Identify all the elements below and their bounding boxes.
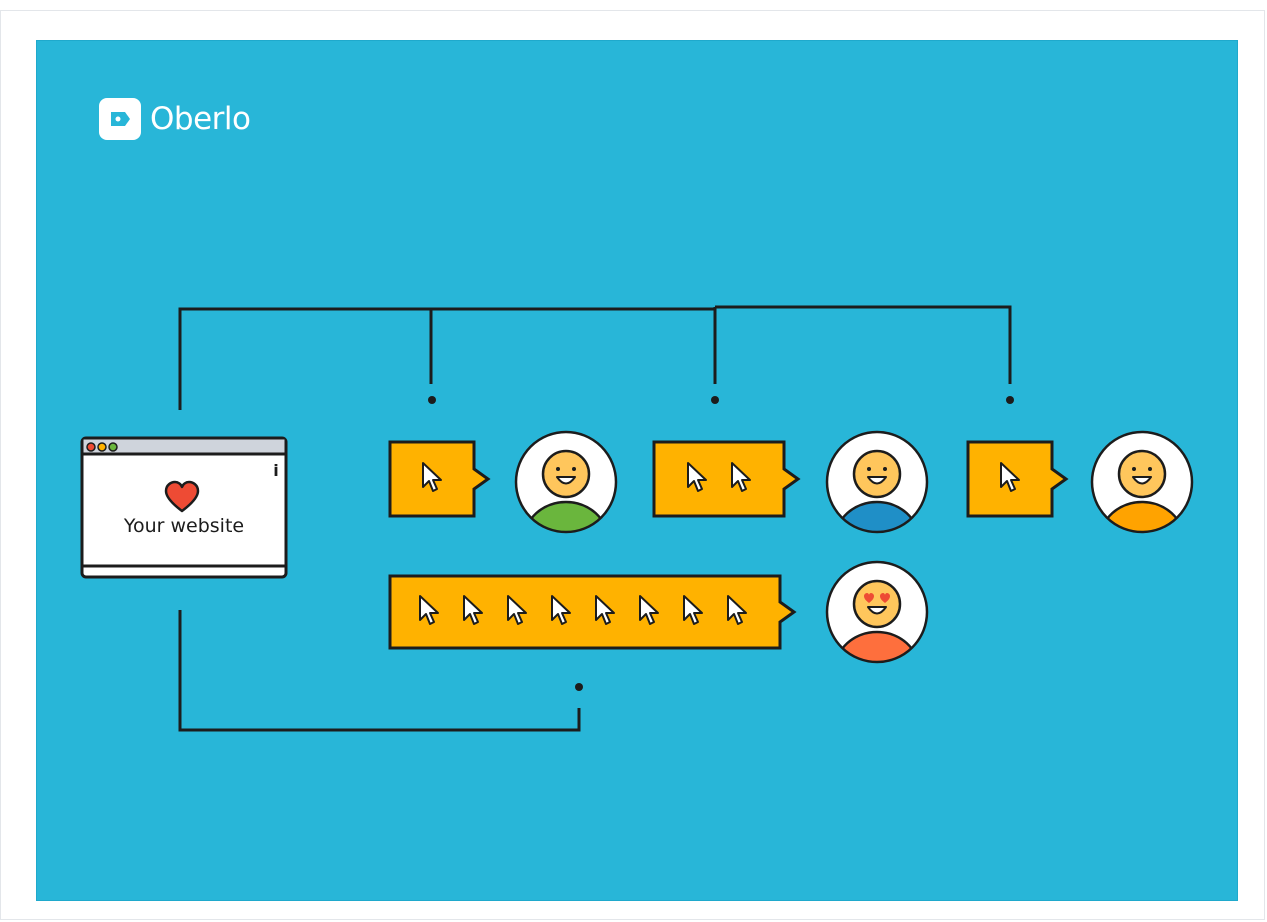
brand-name: Oberlo xyxy=(150,101,251,137)
cursor-icon xyxy=(595,595,615,625)
visitor-avatar-3 xyxy=(1090,430,1194,534)
heart-eye-icon xyxy=(864,593,874,603)
cursor-icon xyxy=(419,595,439,625)
cursor-icon xyxy=(683,595,703,625)
connector-dots xyxy=(428,396,1014,691)
dot-4 xyxy=(575,683,583,691)
cursor-icon xyxy=(551,595,571,625)
window-maximize-dot xyxy=(108,442,118,452)
connector-top-right xyxy=(715,305,1012,384)
visitor-avatar-4 xyxy=(825,560,929,664)
click-bubble-2 xyxy=(652,440,801,518)
visitor-avatar-2 xyxy=(825,430,929,534)
cursor-icon xyxy=(463,595,483,625)
click-bubble-4 xyxy=(388,574,797,650)
click-bubble-3 xyxy=(966,440,1069,518)
visitor-avatars xyxy=(514,430,1194,664)
illustration-panel xyxy=(36,40,1238,901)
website-label: Your website xyxy=(123,515,245,537)
cursor-icon xyxy=(1000,462,1020,492)
visitor-avatar-1 xyxy=(514,430,618,534)
click-bubbles xyxy=(388,440,1069,650)
brand-logo: Oberlo xyxy=(99,98,251,140)
dot-3 xyxy=(1006,396,1014,404)
window-close-dot xyxy=(86,442,96,452)
connector-bottom xyxy=(178,610,581,732)
connector-lines xyxy=(178,305,1012,732)
connector-top-left xyxy=(178,307,715,410)
info-glyph: i xyxy=(273,461,279,480)
cursor-icon xyxy=(731,462,751,492)
dot-1 xyxy=(428,396,436,404)
dot-2 xyxy=(711,396,719,404)
tag-icon xyxy=(99,98,141,140)
heart-eye-icon xyxy=(880,593,890,603)
click-bubble-1 xyxy=(388,440,491,518)
heart-icon xyxy=(164,480,200,513)
cursor-icon xyxy=(639,595,659,625)
cursor-icon xyxy=(422,462,442,492)
window-minimize-dot xyxy=(97,442,107,452)
browser-window-icon xyxy=(80,436,288,579)
cursor-icon xyxy=(507,595,527,625)
cursor-icon xyxy=(727,595,747,625)
cursor-icon xyxy=(687,462,707,492)
